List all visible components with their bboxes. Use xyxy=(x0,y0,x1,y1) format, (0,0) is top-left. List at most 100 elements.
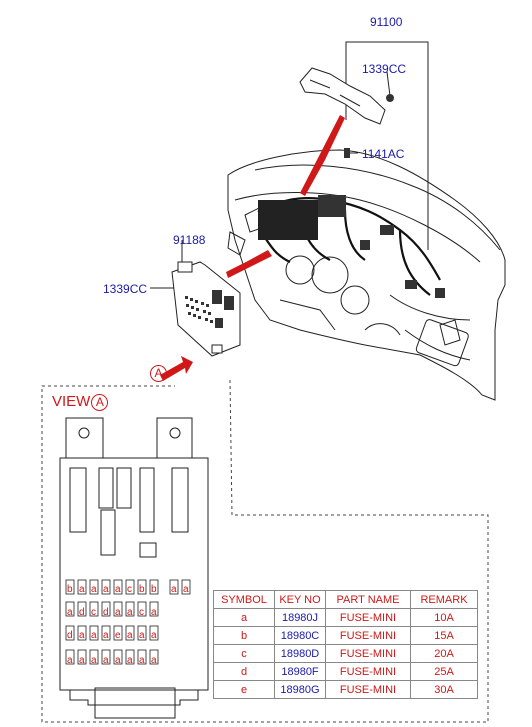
part-label-1141ac: 1141AC xyxy=(362,147,405,161)
part-label-91188: 91188 xyxy=(173,233,206,247)
fuse-slot xyxy=(137,579,147,595)
fuse-letter: a xyxy=(79,655,85,666)
cell-symbol: c xyxy=(213,644,275,663)
fuse-slot xyxy=(125,625,135,641)
fuse-letter: c xyxy=(139,607,144,618)
fuse-slot xyxy=(77,625,87,641)
fuse-letter: a xyxy=(103,655,109,666)
fuse-letter: a xyxy=(79,630,85,641)
fuse-letter: d xyxy=(79,607,85,618)
fuse-letter: a xyxy=(91,584,97,595)
cell-key-no: 18980G xyxy=(274,680,326,699)
fuse-letter: d xyxy=(103,607,109,618)
fuse-letter: a xyxy=(127,630,133,641)
view-title-marker: A xyxy=(91,393,109,411)
fuse-letter: a xyxy=(91,630,97,641)
fuse-letter: a xyxy=(183,584,189,595)
table-header-row: SYMBOL KEY NO PART NAME REMARK xyxy=(213,590,478,609)
fuse-letter: a xyxy=(127,607,133,618)
fuse-slot xyxy=(149,601,159,617)
view-title-text: VIEW xyxy=(52,393,91,410)
fuse-slot xyxy=(65,625,75,641)
fuse-slot xyxy=(137,649,147,665)
fuse-letter: a xyxy=(115,584,121,595)
cell-remark: 20A xyxy=(410,644,478,663)
fuse-letter: a xyxy=(103,630,109,641)
fuse-letter: b xyxy=(67,584,73,595)
fuse-slot xyxy=(89,649,99,665)
fuse-slot xyxy=(125,601,135,617)
fuse-letter: c xyxy=(127,584,132,595)
cell-remark: 25A xyxy=(410,662,478,681)
fuse-letter: a xyxy=(151,630,157,641)
cell-part-name: FUSE-MINI xyxy=(325,680,411,699)
fuse-slot xyxy=(101,579,111,595)
fuse-slot xyxy=(101,625,111,641)
cell-symbol: a xyxy=(213,608,275,627)
view-arrow-marker: A xyxy=(150,365,167,382)
cell-symbol: d xyxy=(213,662,275,681)
cell-key-no: 18980J xyxy=(274,608,326,627)
fuse-slot xyxy=(65,579,75,595)
cell-remark: 30A xyxy=(410,680,478,699)
fuse-letter: a xyxy=(151,655,157,666)
col-header-part-name: PART NAME xyxy=(325,590,411,609)
fuse-slot xyxy=(149,579,159,595)
fuse-slot xyxy=(169,579,179,595)
fuse-letter: a xyxy=(171,584,177,595)
fuse-slot xyxy=(77,601,87,617)
fuse-slot xyxy=(65,649,75,665)
fuse-letter: a xyxy=(67,607,73,618)
cell-key-no: 18980C xyxy=(274,626,326,645)
fuse-letter: b xyxy=(151,584,157,595)
fuse-letter: d xyxy=(67,630,73,641)
cell-part-name: FUSE-MINI xyxy=(325,626,411,645)
fuse-letter: a xyxy=(67,655,73,666)
fuse-slot xyxy=(125,579,135,595)
fuse-slot xyxy=(101,649,111,665)
fuse-letter: e xyxy=(115,630,121,641)
fuse-slot xyxy=(137,625,147,641)
part-label-1339cc-left: 1339CC xyxy=(103,282,148,296)
fuse-letter: a xyxy=(115,655,121,666)
col-header-key-no: KEY NO xyxy=(274,590,326,609)
fuse-letter: a xyxy=(151,607,157,618)
fuse-slot xyxy=(181,579,191,595)
fuse-slot xyxy=(101,601,111,617)
col-header-symbol: SYMBOL xyxy=(213,590,275,609)
fuse-slot xyxy=(125,649,135,665)
fuse-letter: b xyxy=(139,584,145,595)
col-header-remark: REMARK xyxy=(410,590,478,609)
cell-remark: 15A xyxy=(410,626,478,645)
fuse-slot xyxy=(77,579,87,595)
fuse-slot xyxy=(113,579,123,595)
fuse-letter: a xyxy=(79,584,85,595)
fuse-letter: c xyxy=(91,607,96,618)
fuse-letter: a xyxy=(115,607,121,618)
cell-part-name: FUSE-MINI xyxy=(325,608,411,627)
part-label-91100: 91100 xyxy=(370,15,403,29)
fuse-slot xyxy=(77,649,87,665)
fuse-slot xyxy=(149,625,159,641)
fuse-letter: a xyxy=(139,630,145,641)
cell-remark: 10A xyxy=(410,608,478,627)
fuse-letter: a xyxy=(91,655,97,666)
fuse-letter: a xyxy=(103,584,109,595)
fuse-slot xyxy=(149,649,159,665)
fuse-slot xyxy=(65,601,75,617)
fuse-slot xyxy=(113,601,123,617)
cell-symbol: e xyxy=(213,680,275,699)
fuse-letter: a xyxy=(139,655,145,666)
part-label-1339cc-top: 1339CC xyxy=(362,62,407,76)
fuse-slot xyxy=(89,625,99,641)
fuse-slot xyxy=(89,579,99,595)
cell-part-name: FUSE-MINI xyxy=(325,662,411,681)
fuse-slot xyxy=(137,601,147,617)
